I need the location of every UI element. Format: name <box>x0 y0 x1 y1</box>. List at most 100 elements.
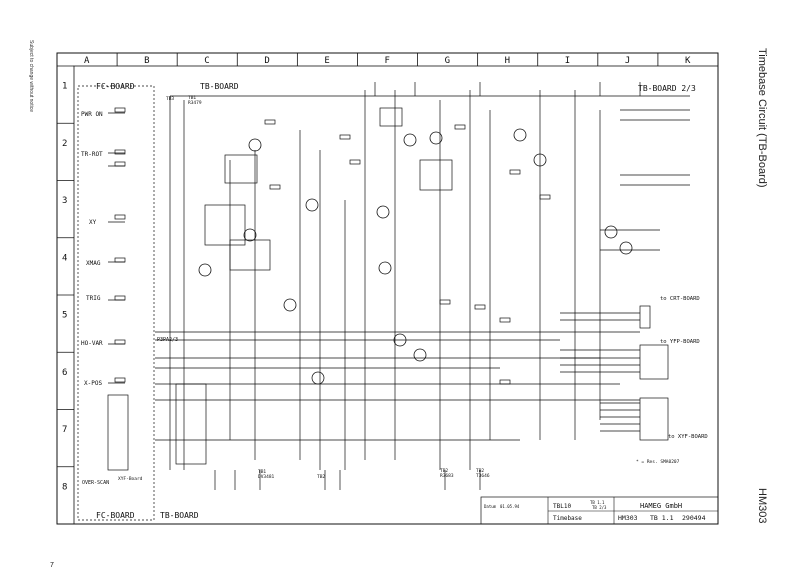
resistor-symbol <box>509 169 521 175</box>
tb-board-bottom-label: TB-BOARD <box>160 511 199 520</box>
transistor-symbol <box>413 348 427 362</box>
row-label-2: 2 <box>62 139 67 149</box>
resistor-symbol <box>269 184 281 190</box>
row-label-3: 3 <box>62 196 67 206</box>
resistor-symbol <box>114 161 126 167</box>
resistor-symbol <box>349 159 361 165</box>
resistor-symbol <box>114 214 126 220</box>
resistor-symbol <box>499 379 511 385</box>
tb-model: HM303 <box>618 514 638 522</box>
outer-frame <box>56 52 719 525</box>
fc-board-top-label: FC-BOARD <box>96 82 135 91</box>
ctrl-pwr-on: PWR ON <box>81 111 103 118</box>
col-label-b: B <box>144 56 149 66</box>
transistor-symbol <box>376 205 390 219</box>
tb-board-23-label: TB-BOARD 2/3 <box>638 84 696 93</box>
transistor-symbol <box>393 333 407 347</box>
tb-drawing-id: TBL10 <box>553 503 571 510</box>
tp-tb1: TB1 <box>188 95 196 101</box>
resistor-symbol <box>114 339 126 345</box>
title-block: Datum 01.05.94 TBL10 TB 1.1 TB 2/3 Timeb… <box>480 496 719 525</box>
row-label-5: 5 <box>62 311 67 321</box>
resistor-symbol <box>114 377 126 383</box>
col-label-j: J <box>625 56 630 66</box>
row-label-4: 4 <box>62 253 67 263</box>
to-xyf-label: to XYF-BOARD <box>668 434 708 440</box>
col-label-c: C <box>204 56 209 66</box>
transistor-symbol <box>283 298 297 312</box>
ctrl-xmag: XMAG <box>86 260 101 267</box>
transistor-symbol <box>604 225 618 239</box>
ctrl-ho-var: HO-VAR <box>81 340 103 347</box>
col-label-g: G <box>445 56 450 66</box>
ctrl-xy: XY <box>89 219 97 226</box>
transistor-symbols <box>198 128 633 385</box>
resistor-symbol <box>454 124 466 130</box>
transistor-symbol <box>198 263 212 277</box>
row-label-7: 7 <box>62 425 67 435</box>
tb-company: HAMEG GmbH <box>640 502 682 510</box>
tb-sheet: TB 1.1 <box>590 500 605 505</box>
page-number: 7 <box>50 562 54 569</box>
transistor-symbol <box>378 261 392 275</box>
tb-board: TB 1.1 <box>650 514 674 522</box>
fc-board-region <box>77 85 155 521</box>
transistor-symbol <box>513 128 527 142</box>
fc-board-bottom-label: FC-BOARD <box>96 511 135 520</box>
to-crt-label: to CRT-BOARD <box>660 296 700 302</box>
resistor-symbol <box>474 304 486 310</box>
col-label-d: D <box>264 56 269 66</box>
tp-tb2: TB2 <box>317 474 325 480</box>
transistor-symbol <box>311 371 325 385</box>
transistor-symbol <box>248 138 262 152</box>
tb-date-label: Datum <box>484 504 497 509</box>
ctrl-x-pos: X-POS <box>84 380 102 387</box>
xyf-board-label: XYF-Board <box>118 476 143 482</box>
resistor-symbol <box>264 119 276 125</box>
ctrl-trig: TRIG <box>86 295 101 302</box>
schematic-wiring <box>107 82 690 490</box>
tb-pages: TB 2/3 <box>592 505 607 510</box>
ctrl-tr-rot: TR-ROT <box>81 151 103 158</box>
col-label-e: E <box>324 56 329 66</box>
tp-tb1-part: R3479 <box>188 100 202 106</box>
tb-board-top-label: TB-BOARD <box>200 82 239 91</box>
resistor-symbol <box>114 149 126 155</box>
col-label-i: I <box>565 56 570 66</box>
resistor-symbol <box>499 317 511 323</box>
col-label-h: H <box>505 56 510 66</box>
tp-tb1b-part: DV3481 <box>258 474 275 480</box>
row-label-8: 8 <box>62 482 67 492</box>
col-label-a: A <box>84 56 90 66</box>
tp-tb2c-part: T3646 <box>476 473 490 479</box>
ctrl-over-scan: OVER-SCAN <box>82 480 109 486</box>
transistor-symbol <box>243 228 257 242</box>
transistor-symbol <box>429 131 443 145</box>
resistor-symbol <box>339 134 351 140</box>
row-label-1: 1 <box>62 82 67 92</box>
row-label-6: 6 <box>62 368 67 378</box>
tb-date: 01.05.94 <box>500 504 520 509</box>
to-yfp-label: to YFP-BOARD <box>660 339 700 345</box>
tb-title: Timebase <box>553 515 582 522</box>
resistor-symbol <box>114 257 126 263</box>
transistor-symbol <box>619 241 633 255</box>
resistor-symbol <box>539 194 551 200</box>
resistor-symbols <box>114 107 551 385</box>
col-label-k: K <box>685 56 691 66</box>
tp-tb1b: TB1 <box>258 469 266 475</box>
tb-number: 290494 <box>682 514 706 522</box>
resv-note: * = Res. SMA0207 <box>636 459 680 465</box>
resistor-symbol <box>114 295 126 301</box>
resistor-symbol <box>114 107 126 113</box>
transistor-symbol <box>305 198 319 212</box>
tp-tb2b-part: R3683 <box>440 473 454 479</box>
inner-frame <box>73 65 719 525</box>
resistor-symbol <box>439 299 451 305</box>
transistor-symbol <box>403 133 417 147</box>
column-grid: A B C D E F G H I J K <box>56 53 691 66</box>
tp-tb2b: TB2 <box>440 468 448 474</box>
col-label-f: F <box>385 56 390 66</box>
transistor-symbol <box>533 153 547 167</box>
